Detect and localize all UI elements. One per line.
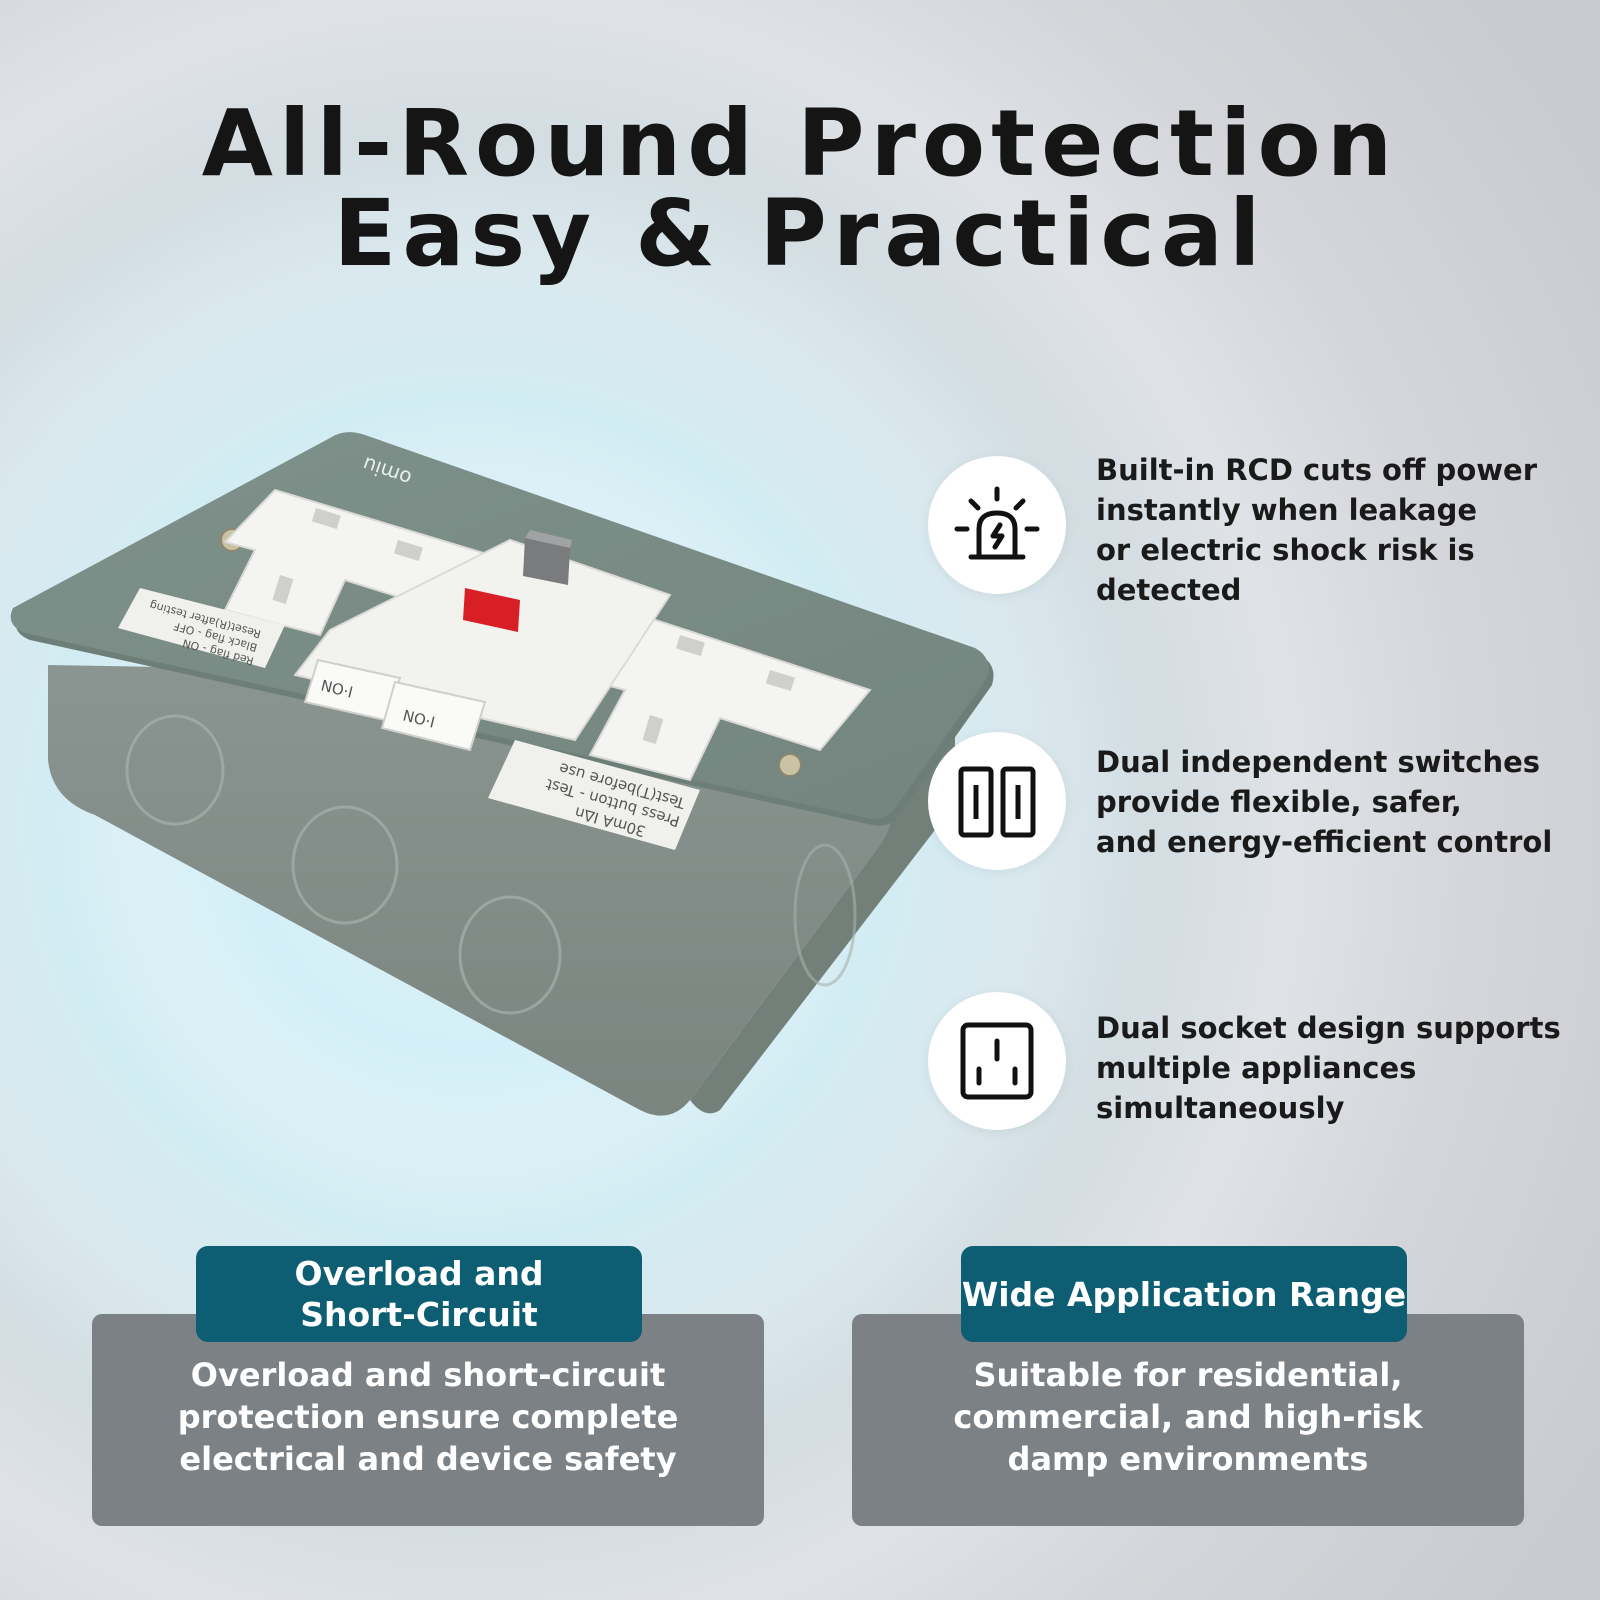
feature-icon-badge xyxy=(928,992,1066,1130)
dual-switch-icon xyxy=(958,766,1036,838)
switch-right[interactable] xyxy=(380,680,487,752)
reset-button[interactable] xyxy=(463,588,520,632)
card-overload-body: Overload and short-circuit protection en… xyxy=(177,1356,679,1478)
socket-outlet-icon xyxy=(960,1022,1034,1100)
card-overload: Overload and short-circuit protection en… xyxy=(92,1314,764,1526)
headline-line-1: All-Round Protection xyxy=(201,90,1399,197)
instruction-label-right: 30mA IΔn Press button - Test Test(T)befo… xyxy=(488,740,700,850)
socket-outlet-right xyxy=(588,613,872,782)
card-overload-tag: Overload and Short-Circuit xyxy=(196,1246,642,1342)
siren-alarm-icon xyxy=(954,486,1040,560)
rcd-socket-product-image: omiu NO·I NO·I Re xyxy=(10,432,994,1116)
feature-dual-socket-text: Dual socket design supports multiple app… xyxy=(1096,1011,1561,1125)
feature-dual-switch-text: Dual independent switches provide flexib… xyxy=(1096,745,1553,859)
feature-icon-badge xyxy=(928,732,1066,870)
card-application-tag: Wide Application Range xyxy=(961,1246,1407,1342)
headline-line-2: Easy & Practical xyxy=(333,180,1267,287)
card-application: Suitable for residential, commercial, an… xyxy=(852,1314,1524,1526)
card-application-body: Suitable for residential, commercial, an… xyxy=(953,1356,1423,1478)
rcd-module: NO·I NO·I xyxy=(293,530,672,752)
screw-icon xyxy=(778,753,802,777)
test-button[interactable] xyxy=(523,538,570,585)
feature-icon-badge xyxy=(928,456,1066,594)
feature-rcd-text: Built-in RCD cuts off power instantly wh… xyxy=(1096,453,1538,607)
